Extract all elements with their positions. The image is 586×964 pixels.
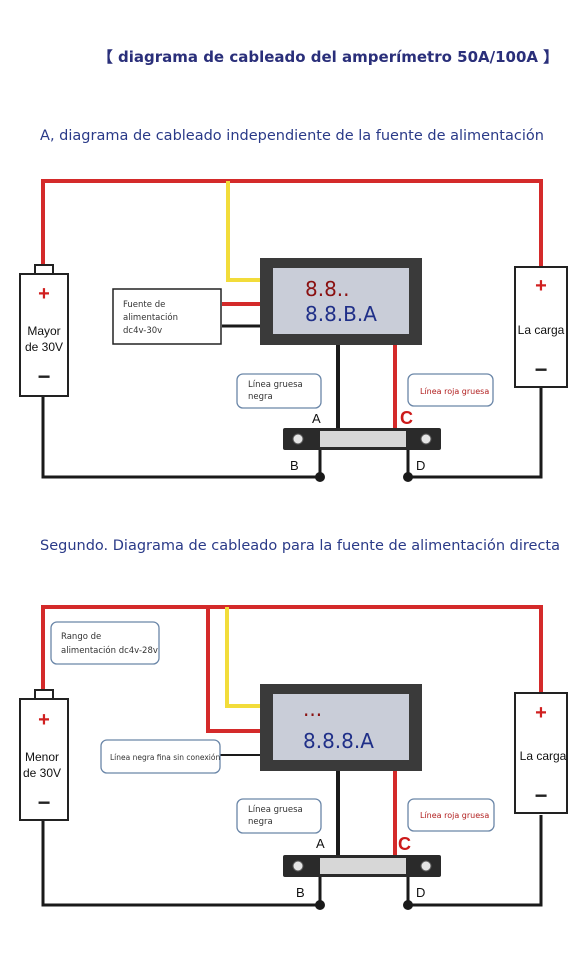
battery-minus-b: − (38, 790, 51, 815)
black-wire-bottom-right-a (408, 388, 543, 479)
terminal-a-label-b: A (316, 836, 325, 851)
range-box-b-line1: Rango de (61, 632, 101, 642)
shunt-bolt-left-b (292, 860, 304, 872)
load-label-b: La carga (520, 749, 567, 763)
meter-line2-b: 8.8.8.A (303, 729, 374, 753)
shunt-plate-b (320, 858, 406, 874)
terminal-d-label-b: D (416, 885, 425, 900)
note-thin-b (100, 739, 221, 774)
shunt-bolt-left-a (292, 433, 304, 445)
battery-label-a-1: Mayor (27, 324, 60, 338)
battery-label-b-1: Menor (25, 750, 59, 764)
black-wire-bottom-left-b (41, 820, 320, 907)
note-red-b (407, 798, 495, 832)
note-red-b-text: Línea roja gruesa (420, 811, 489, 820)
meter-line1-b: ... (303, 697, 322, 721)
section-a-heading: A, diagrama de cableado independiente de… (40, 128, 544, 144)
battery-label-b-2: de 30V (23, 766, 61, 780)
power-box-a (112, 288, 222, 345)
note-black-b-line2: negra (248, 817, 273, 827)
terminal-c-label-a: C (400, 408, 413, 428)
node-d-a (403, 472, 413, 482)
battery-plus-a: + (38, 283, 50, 305)
red-wire-top-b (41, 605, 543, 695)
terminal-c-label-b: C (398, 834, 411, 854)
load-plus-a: + (535, 275, 547, 297)
black-wire-bottom-right-b (408, 815, 543, 907)
power-box-a-line2: alimentación (123, 312, 178, 323)
node-d-b (403, 900, 413, 910)
battery-minus-a: − (38, 364, 51, 389)
meter-screen-a (273, 268, 409, 334)
battery-b (19, 698, 69, 821)
power-box-a-line3: dc4v-30v (123, 326, 162, 336)
main-title: 【 diagrama de cableado del amperímetro 5… (98, 48, 559, 66)
yellow-wire-b (225, 607, 262, 708)
meter-screen-b (273, 694, 409, 760)
battery-label-a-2: de 30V (25, 340, 63, 354)
terminal-b-label-b: B (296, 885, 305, 900)
terminal-a-label-a: A (312, 411, 321, 426)
section-b-diagram: + Menor de 30V − + La carga − ... 8.8.8.… (19, 605, 568, 910)
section-b-heading: Segundo. Diagrama de cableado para la fu… (40, 538, 560, 554)
note-black-b (236, 798, 322, 834)
red-wire-top-a (41, 179, 543, 272)
load-a (514, 266, 568, 388)
black-wire-bottom-left-a (41, 396, 320, 479)
range-box-b-line2: alimentación dc4v-28v (61, 645, 158, 656)
power-box-a-line1: Fuente de (123, 300, 165, 310)
battery-a (19, 273, 69, 397)
note-thin-b-text: Línea negra fina sin conexión (110, 753, 220, 762)
load-b (514, 692, 568, 814)
node-b-b (315, 900, 325, 910)
load-label-a: La carga (518, 323, 565, 337)
load-minus-b: − (535, 783, 548, 808)
note-black-a-line1: Línea gruesa (248, 380, 303, 390)
note-red-a-text: Línea roja gruesa (420, 387, 489, 396)
red-wire-branch-b (206, 607, 262, 733)
shunt-plate-a (320, 431, 406, 447)
load-plus-b: + (535, 702, 547, 724)
battery-plus-b: + (38, 709, 50, 731)
meter-line2-a: 8.8.B.A (305, 302, 377, 326)
range-box-b (50, 621, 160, 665)
terminal-b-label-a: B (290, 458, 299, 473)
note-black-a-line2: negra (248, 392, 273, 402)
terminal-d-label-a: D (416, 458, 425, 473)
section-a-diagram: + Mayor de 30V − + La carga − 8.8.. 8.8.… (19, 179, 568, 482)
load-minus-a: − (535, 357, 548, 382)
note-red-a (407, 373, 494, 407)
shunt-bolt-right-b (420, 860, 432, 872)
meter-line1-a: 8.8.. (305, 277, 350, 301)
shunt-bolt-right-a (420, 433, 432, 445)
note-black-b-line1: Línea gruesa (248, 805, 303, 815)
yellow-wire-a (226, 181, 262, 282)
node-b-a (315, 472, 325, 482)
note-black-a (236, 373, 322, 409)
